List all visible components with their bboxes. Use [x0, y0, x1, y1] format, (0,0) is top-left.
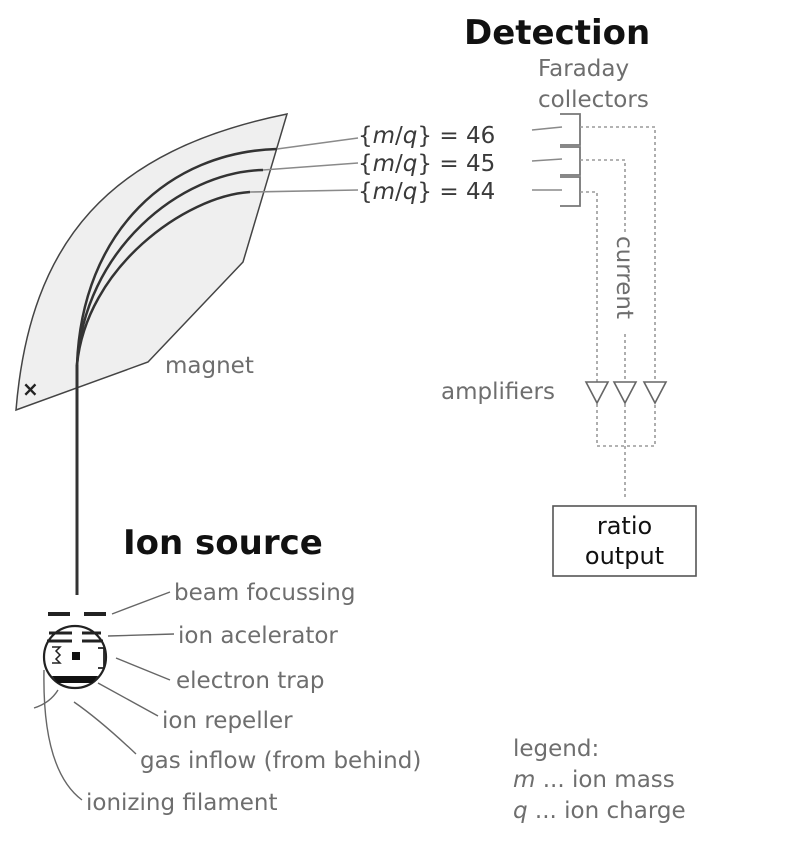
faraday-label-line1: Faraday: [538, 56, 629, 82]
label-gas-inflow: gas inflow (from behind): [140, 748, 421, 774]
detection-heading: Detection: [464, 13, 650, 53]
magnetic-field-icon: ×: [22, 377, 39, 401]
svg-text:{m/q} = 44: {m/q} = 44: [358, 179, 495, 205]
svg-text:{m/q} = 45: {m/q} = 45: [358, 151, 495, 177]
current-label: current: [611, 236, 637, 319]
label-ion-repeller: ion repeller: [162, 708, 293, 734]
amplifier-icon: [612, 381, 638, 405]
beam-m45: [75, 168, 264, 366]
amplifiers: [584, 381, 668, 405]
mass-label-46: {m/q} = 46: [358, 123, 495, 149]
label-beam-focussing: beam focussing: [174, 580, 355, 606]
faraday-cup-45: [560, 146, 581, 176]
amplifiers-label: amplifiers: [441, 379, 555, 405]
beam-m46-out: [276, 137, 359, 150]
beam-to-collector-45: [531, 158, 563, 162]
label-electron-trap: electron trap: [176, 668, 324, 694]
label-ion-accelerator: ion acelerator: [178, 623, 338, 649]
mass-label-45: {m/q} = 45: [358, 151, 495, 177]
legend-title: legend:: [513, 736, 599, 762]
ion-source-heading: Ion source: [123, 523, 323, 563]
faraday-label-line2: collectors: [538, 87, 649, 113]
magnet-label: magnet: [165, 353, 254, 379]
ion-source-chamber: [42, 624, 108, 690]
faraday-cup-44: [560, 176, 581, 207]
ratio-output-line2: output: [585, 542, 664, 570]
beam-m44-out: [249, 189, 359, 193]
current-wires: [580, 126, 656, 500]
faraday-collectors: [560, 113, 581, 207]
legend-charge: q ... ion charge: [513, 798, 686, 824]
svg-text:{m/q} = 46: {m/q} = 46: [358, 123, 495, 149]
faraday-cup-46: [560, 113, 581, 146]
ion-beams: [75, 137, 359, 595]
ratio-output-line1: ratio: [597, 512, 652, 540]
beam-m45-out: [262, 162, 359, 171]
ratio-output-box: [552, 505, 697, 577]
source-pointers: [33, 591, 175, 801]
legend-mass: m ... ion mass: [513, 767, 675, 793]
beam-to-collector-46: [531, 126, 563, 131]
beam-m44: [75, 190, 251, 366]
beam-m46: [75, 147, 278, 366]
legend: legend: m ... ion mass q ... ion charge: [513, 736, 686, 824]
mass-label-44: {m/q} = 44: [358, 179, 495, 205]
amplifier-icon: [642, 381, 668, 405]
label-ionizing-filament: ionizing filament: [86, 790, 278, 816]
amplifier-icon: [584, 381, 610, 405]
